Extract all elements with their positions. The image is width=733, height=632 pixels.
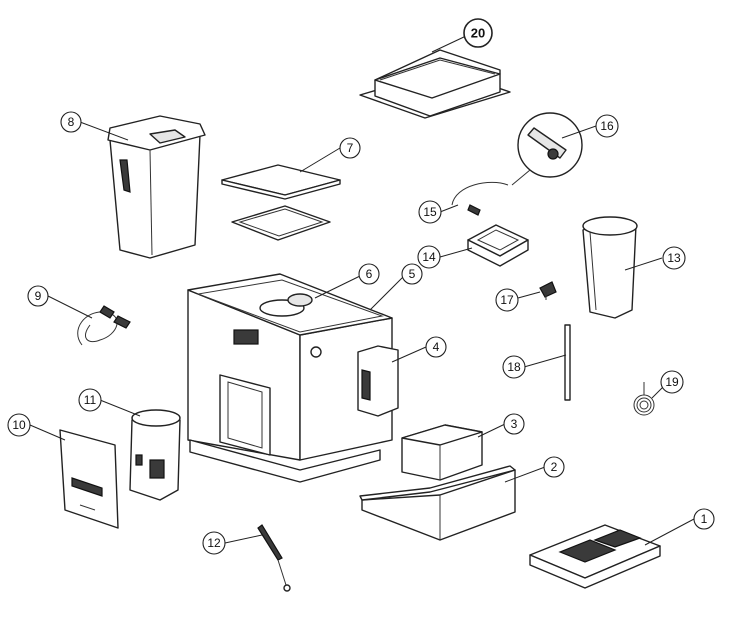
part-18-rod [564,324,571,401]
callout-8: 8 [60,111,82,133]
callout-20: 20 [463,18,493,48]
part-7-cover-plates [221,164,341,241]
callout-13: 13 [662,246,686,270]
callout-20-label: 20 [471,26,485,41]
callout-15: 15 [418,200,442,224]
callout-16-label: 16 [600,119,614,133]
callout-4: 4 [425,336,447,358]
part-20-tray [359,49,511,119]
callout-18: 18 [502,355,526,379]
callout-14-label: 14 [422,250,436,264]
callout-5-label: 5 [409,267,416,281]
callout-11: 11 [78,388,102,412]
part-11-brewing-unit [129,409,181,501]
callout-2-label: 2 [551,460,558,474]
callout-7: 7 [339,137,361,159]
part-19-spring [633,382,655,416]
callout-19-label: 19 [665,375,679,389]
callout-15-label: 15 [423,205,437,219]
part-15-16-tube [451,112,583,216]
part-10-side-panel [59,429,119,529]
callout-16: 16 [595,114,619,138]
part-14-valve-block [467,224,529,267]
callout-5: 5 [401,263,423,285]
part-17-fitting [539,281,557,300]
part-9-power-cord [77,305,131,346]
callout-2: 2 [543,456,565,478]
callout-19: 19 [660,370,684,394]
callout-6: 6 [358,263,380,285]
callout-13-label: 13 [667,251,681,265]
callout-17: 17 [495,288,519,312]
callout-1: 1 [693,508,715,530]
callout-6-label: 6 [366,267,373,281]
part-4-front-module [357,345,399,417]
callout-9: 9 [27,285,49,307]
callout-14: 14 [417,245,441,269]
callout-7-label: 7 [347,141,354,155]
part-8-water-tank [107,115,206,259]
callout-17-label: 17 [500,293,514,307]
callout-8-label: 8 [68,115,75,129]
callout-10-label: 10 [12,418,26,432]
callout-3: 3 [503,413,525,435]
callout-3-label: 3 [511,417,518,431]
part-3-drip-basket [401,424,483,481]
callout-4-label: 4 [433,340,440,354]
part-12-cleaning-brush [257,524,291,592]
part-13-container [582,216,638,319]
part-1-drip-grid [529,524,661,589]
leader-lines [29,35,695,546]
callout-9-label: 9 [35,289,42,303]
callout-18-label: 18 [507,360,521,374]
callout-1-label: 1 [701,512,708,526]
callout-12-label: 12 [207,536,221,550]
callout-11-label: 11 [84,393,97,407]
main-machine-body [187,273,393,483]
callout-10: 10 [7,413,31,437]
part-2-drip-tray [359,465,516,541]
callout-12: 12 [202,531,226,555]
